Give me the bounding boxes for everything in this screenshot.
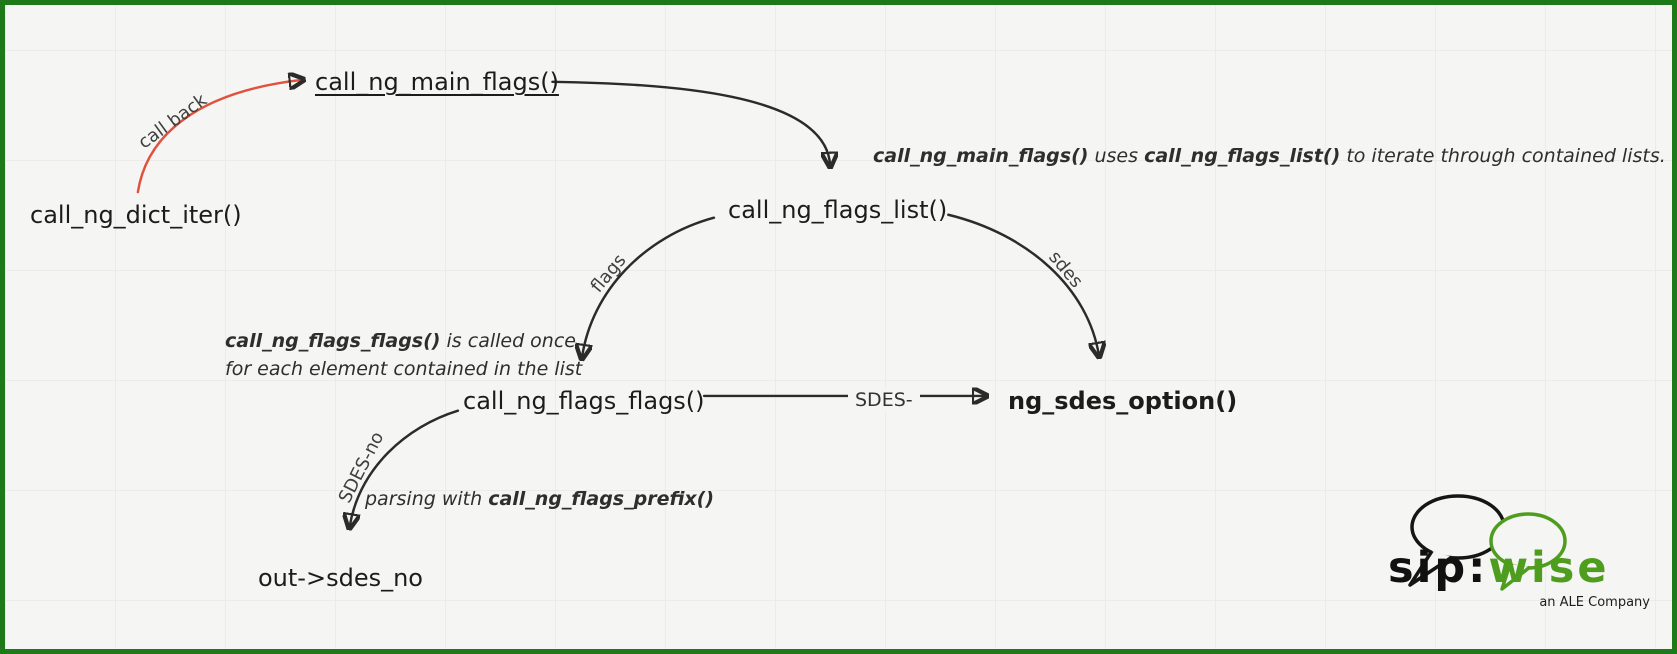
note-main-flags-text2: to iterate through contained lists. — [1340, 145, 1666, 167]
note-main-flags-fn2: call_ng_flags_list() — [1144, 145, 1341, 167]
logo-wise-text: wise — [1488, 543, 1610, 593]
logo-sip-text: sip: — [1388, 543, 1489, 593]
edge-label-sdes: sdes — [1044, 246, 1087, 293]
edge-label-sdes-dash: SDES- — [848, 389, 920, 411]
speech-bubbles-icon — [1408, 494, 1567, 591]
sipwise-logo: sip:wise an ALE Company — [1388, 491, 1656, 616]
note-flags-flags-line2: for each element contained in the list — [225, 358, 583, 380]
node-call-ng-flags-flags: call_ng_flags_flags() — [463, 387, 705, 415]
note-main-flags-text1: uses — [1088, 145, 1145, 167]
node-call-ng-flags-list: call_ng_flags_list() — [728, 196, 948, 224]
note-main-flags: call_ng_main_flags() uses call_ng_flags_… — [873, 145, 1666, 167]
edge-label-call-back: call back — [134, 89, 212, 154]
note-flags-flags-line1: call_ng_flags_flags() is called once — [225, 330, 576, 352]
note-main-flags-fn1: call_ng_main_flags() — [873, 145, 1089, 167]
note-prefix-text: parsing with — [365, 488, 489, 510]
node-call-ng-dict-iter: call_ng_dict_iter() — [30, 201, 242, 229]
logo-tagline: an ALE Company — [1539, 595, 1650, 610]
edge-label-flags: flags — [586, 250, 631, 297]
note-prefix-fn: call_ng_flags_prefix() — [488, 488, 715, 510]
note-flags-flags-text: is called once — [440, 330, 576, 352]
node-call-ng-main-flags: call_ng_main_flags() — [315, 68, 559, 96]
edge-mainflags-to-flagslist-arrow — [551, 80, 830, 166]
logo-wordmark: sip:wise — [1388, 547, 1610, 590]
note-prefix: parsing with call_ng_flags_prefix() — [365, 488, 714, 510]
node-ng-sdes-option: ng_sdes_option() — [1008, 387, 1238, 415]
note-flags-flags-fn: call_ng_flags_flags() — [225, 330, 441, 352]
node-out-sdes-no: out->sdes_no — [258, 564, 423, 592]
